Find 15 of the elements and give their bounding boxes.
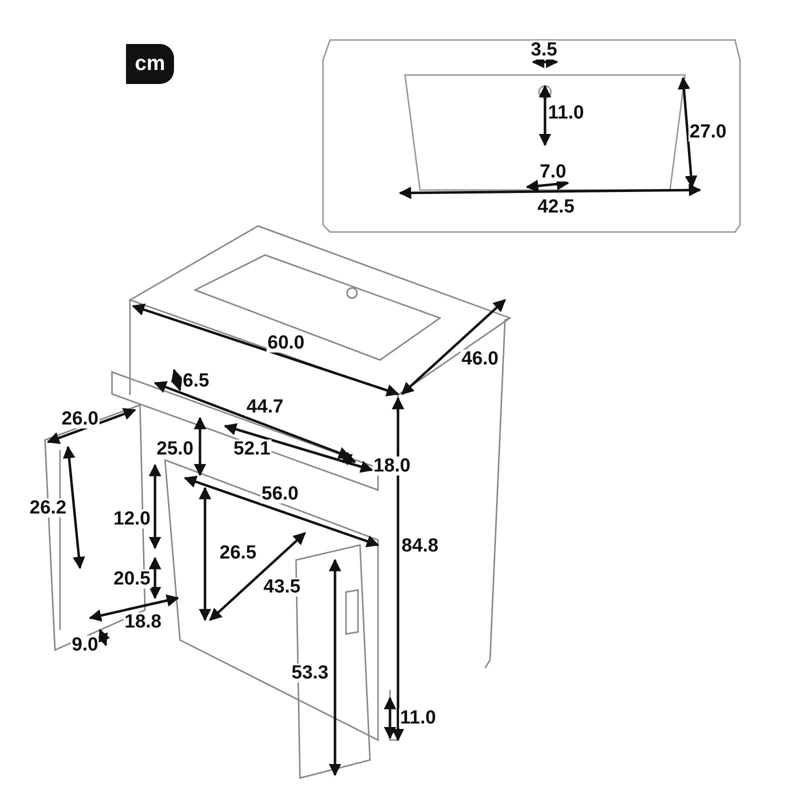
dimension-label: 60.0: [266, 334, 306, 352]
dimension-label: 20.5: [112, 570, 152, 588]
dimension-label: 18.0: [372, 456, 412, 476]
dimension-label: 53.3: [290, 664, 330, 682]
dimension-label: 44.7: [246, 398, 284, 416]
dimension-label: 26.2: [28, 498, 68, 518]
dimension-label: 56.0: [260, 484, 300, 504]
dimension-label: 11.0: [399, 708, 437, 728]
dimension-label: 12.0: [112, 510, 152, 528]
dimension-label: 26.0: [60, 410, 100, 428]
dimension-label: 27.0: [688, 122, 728, 142]
dimension-label: 43.5: [262, 578, 302, 596]
dimension-label: 7.0: [538, 162, 568, 182]
unit-badge: cm: [126, 44, 174, 84]
dimension-label: 3.5: [530, 40, 558, 60]
